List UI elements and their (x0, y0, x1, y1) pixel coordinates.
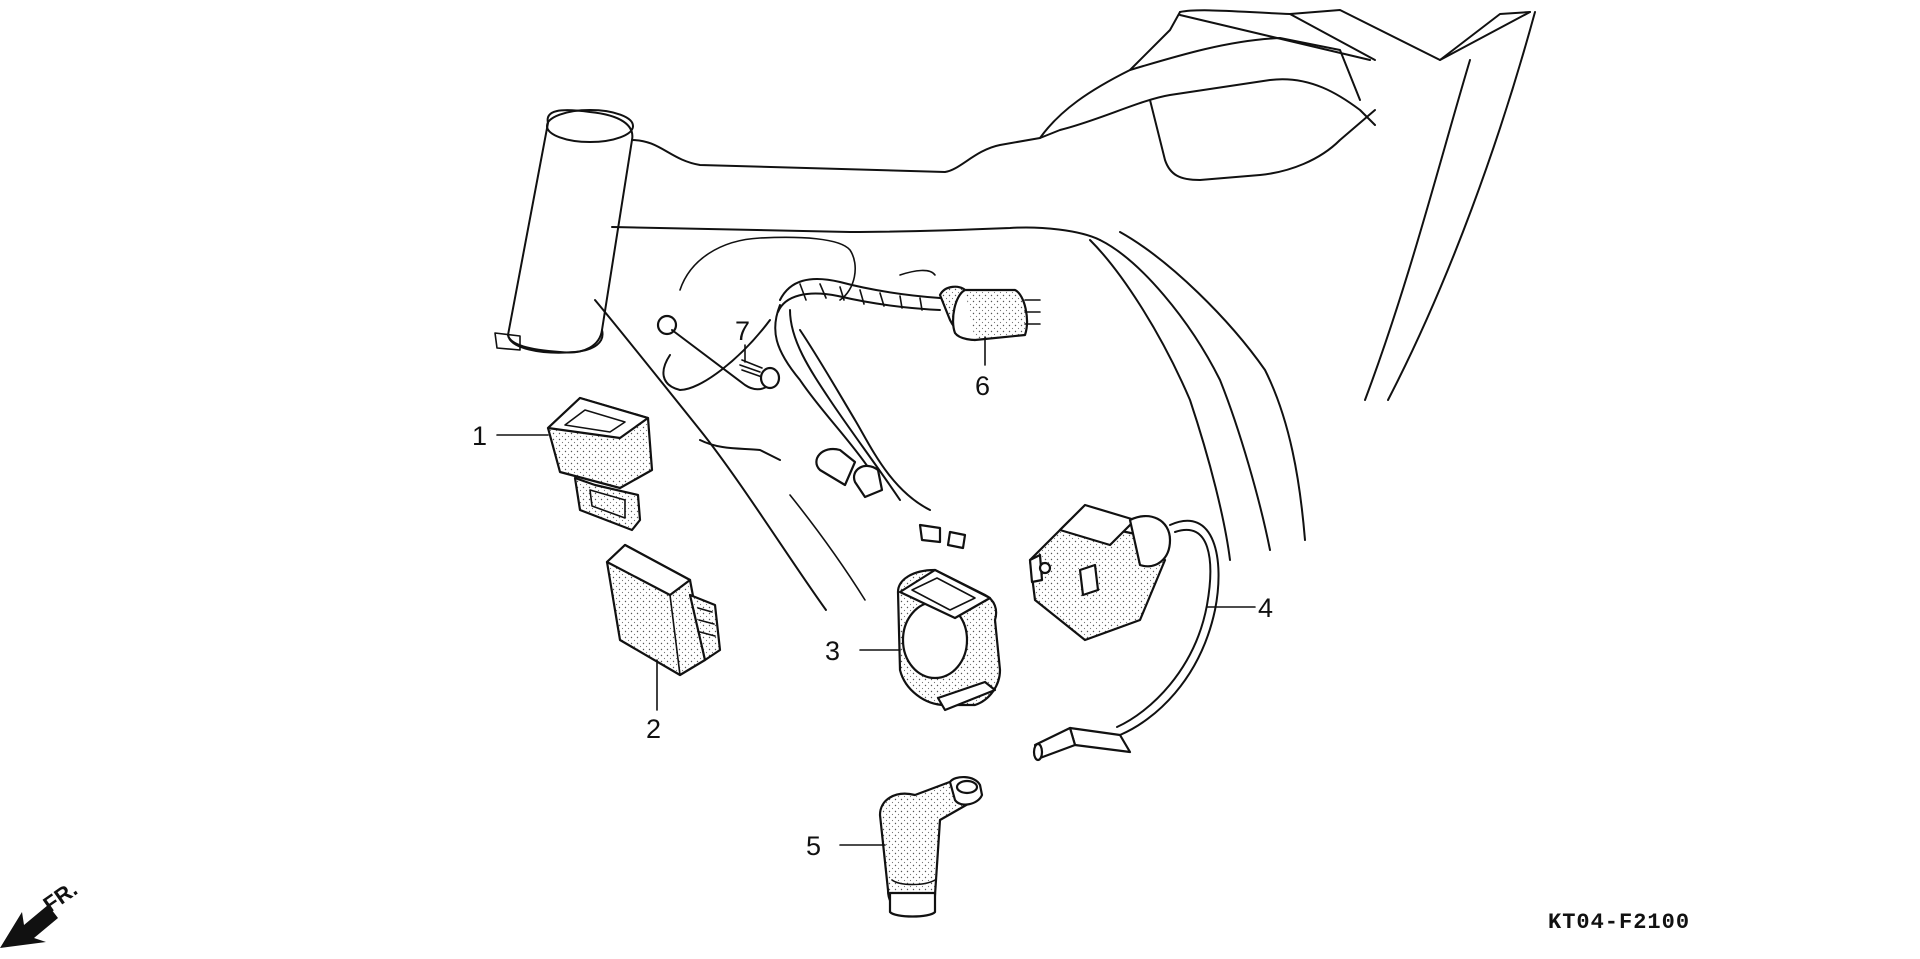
part-4-ignition-coil (1028, 503, 1220, 762)
part-2-cdi-unit (605, 543, 722, 677)
part-7-bolt (739, 359, 781, 390)
callout-leaders (496, 336, 1256, 846)
callout-1: 1 (472, 421, 487, 451)
callout-7: 7 (735, 316, 750, 346)
callout-6: 6 (975, 371, 990, 401)
front-arrow-icon (0, 905, 58, 948)
diagram-code: KT04-F2100 (1548, 910, 1690, 935)
callout-2: 2 (646, 714, 661, 744)
callout-5: 5 (806, 831, 821, 861)
part-6-wire-harness (656, 278, 1041, 550)
callout-4: 4 (1258, 593, 1273, 623)
part-1-bracket (546, 396, 654, 532)
part-3-rubber-mount (896, 568, 1002, 712)
frame-outline (494, 9, 1536, 611)
front-direction-marker: FR. (0, 876, 82, 948)
part-5-spark-plug-cap (878, 776, 984, 918)
callout-3: 3 (825, 636, 840, 666)
